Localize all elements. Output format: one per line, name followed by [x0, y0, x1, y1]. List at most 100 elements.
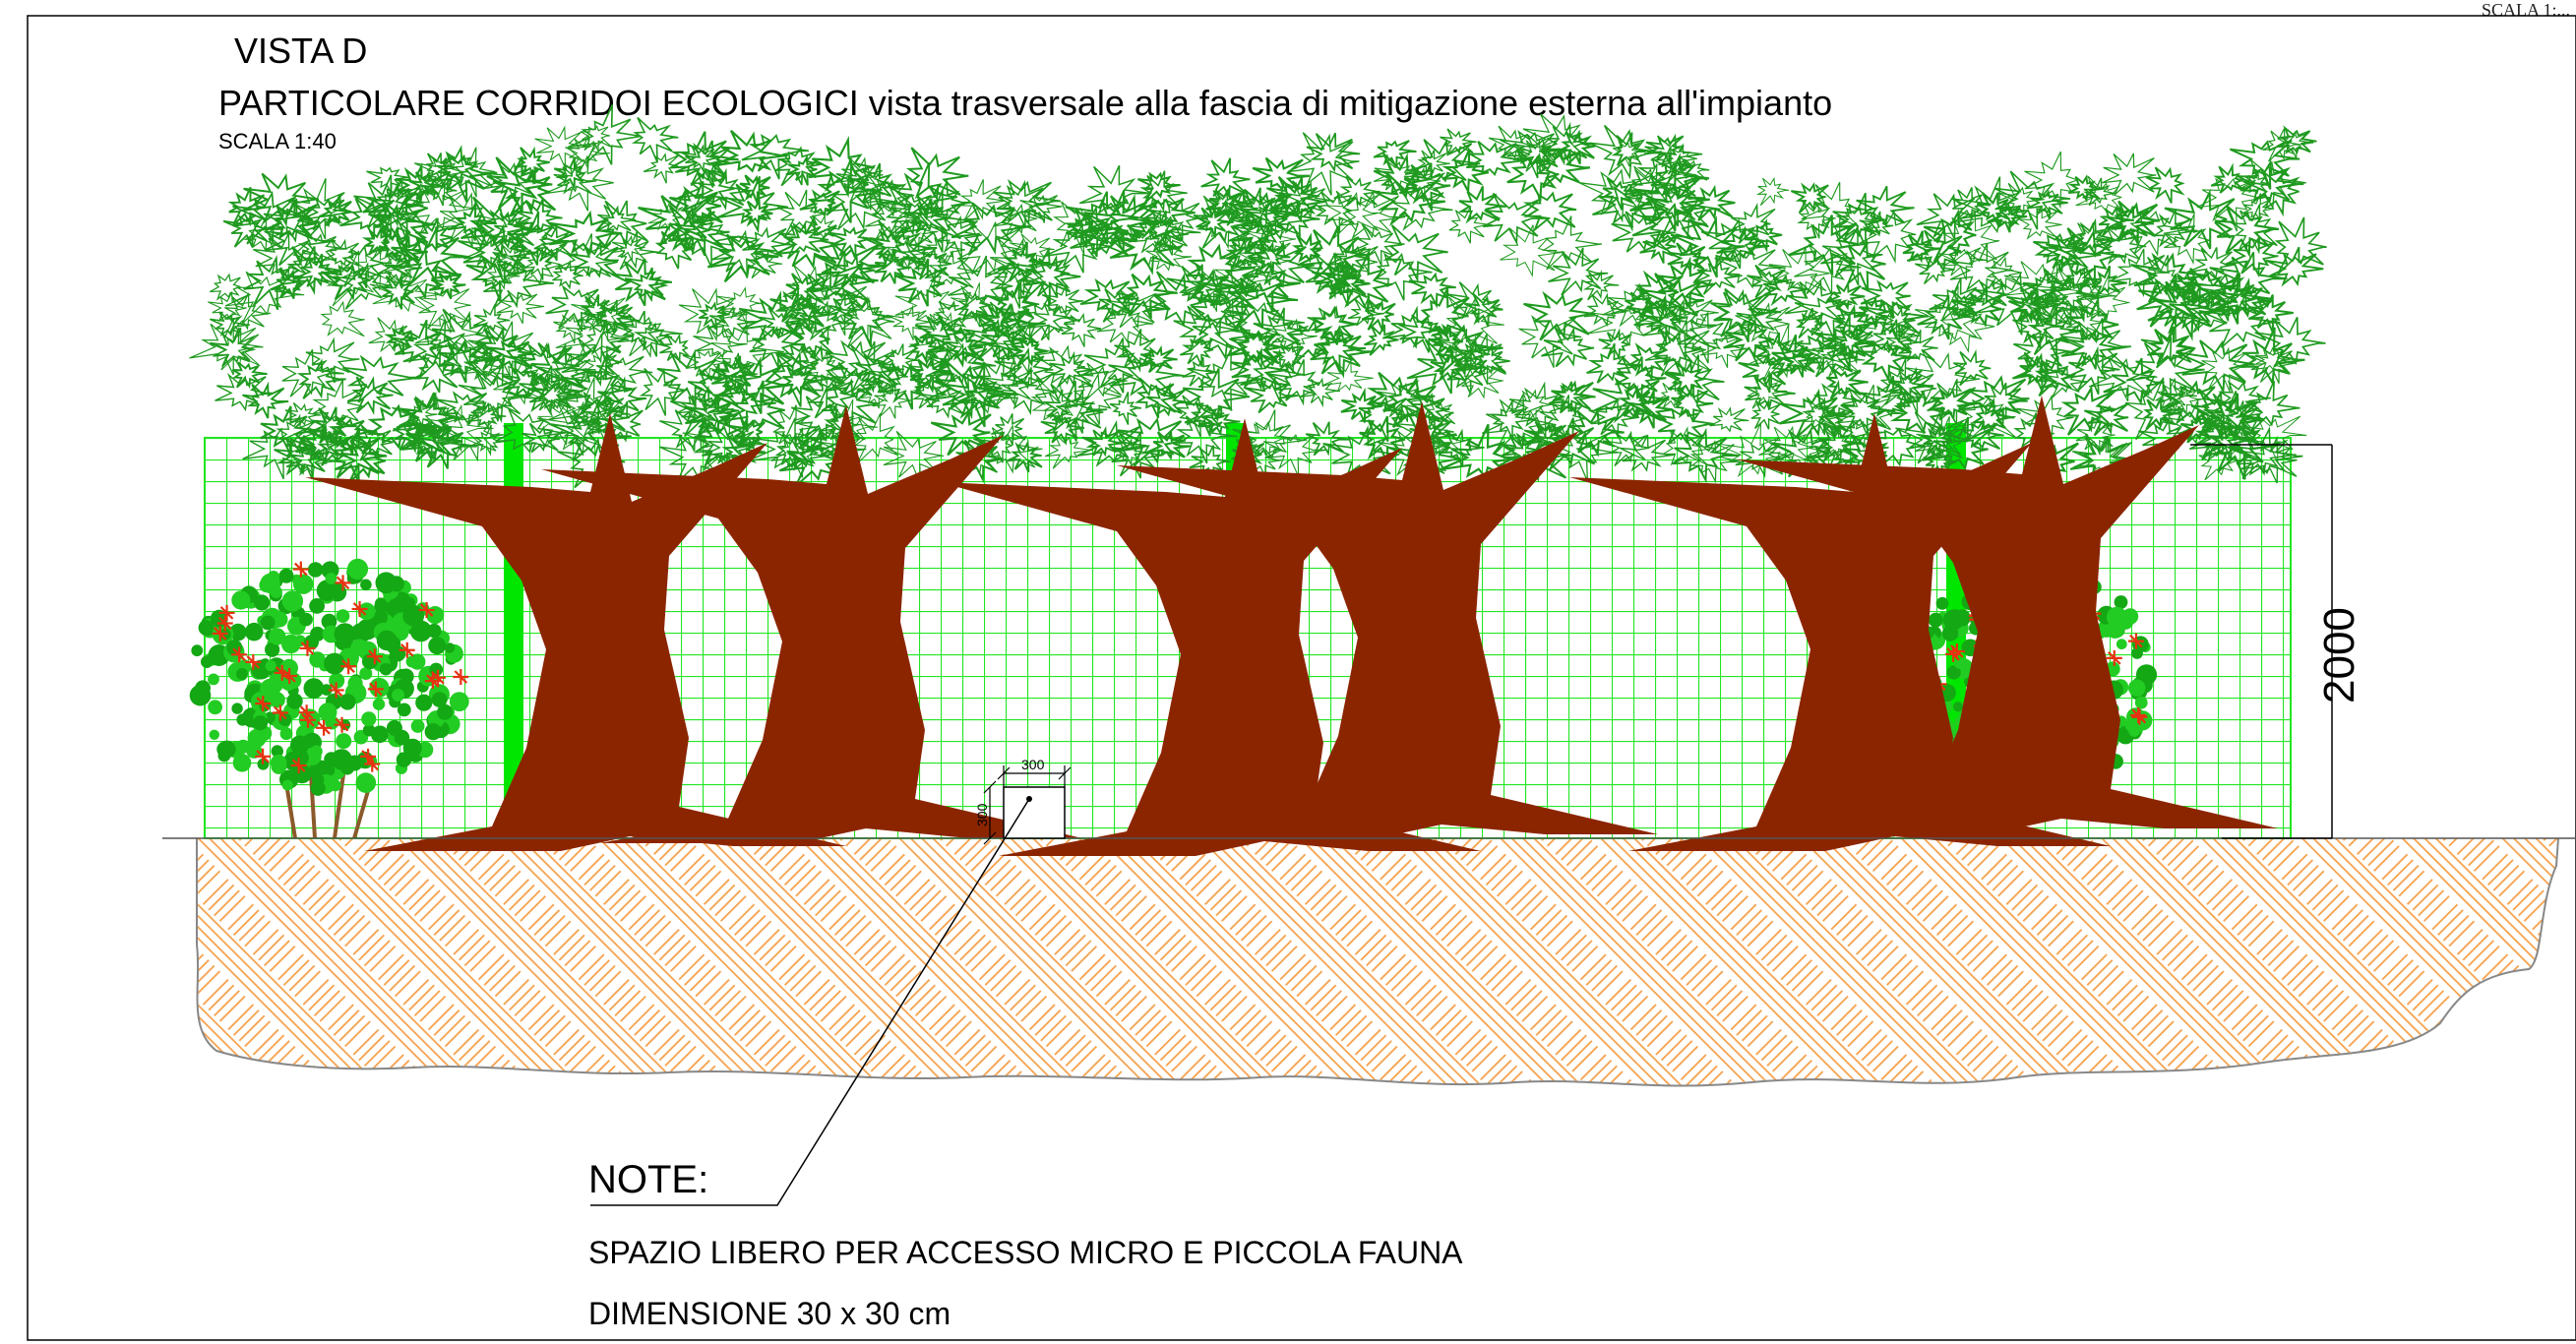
foliage-leaf: [1631, 200, 1707, 249]
foliage-leaf: [693, 326, 748, 359]
shrub-leaf: [292, 764, 312, 784]
foliage-leaf: [1297, 225, 1370, 289]
foliage-leaf: [884, 233, 929, 272]
foliage-leaf: [581, 294, 616, 325]
foliage-leaf: [982, 301, 1028, 347]
height-dimension: [2190, 444, 2333, 839]
shrub-leaf: [340, 761, 354, 775]
foliage-leaf: [1231, 187, 1283, 229]
foliage-leaf: [1548, 380, 1596, 417]
shrub-leaf: [195, 680, 212, 697]
foliage-leaf: [681, 144, 720, 173]
foliage-leaf: [1817, 426, 1853, 458]
foliage-leaf: [936, 214, 982, 259]
foliage-leaf: [857, 378, 892, 409]
foliage-leaf: [1229, 260, 1301, 313]
fauna-opening: [983, 765, 1072, 845]
foliage-leaf: [2277, 130, 2314, 159]
shrub-leaf: [347, 675, 363, 692]
foliage-leaf: [706, 233, 779, 283]
foliage-leaf: [659, 333, 690, 364]
shrub-flower: [366, 648, 383, 665]
foliage-leaf: [492, 168, 557, 217]
foliage-leaf: [1096, 297, 1154, 343]
foliage-leaf: [1625, 390, 1674, 429]
shrub-leaf: [360, 579, 372, 591]
shrub-leaf: [281, 779, 293, 791]
foliage-leaf: [1382, 224, 1448, 283]
foliage-leaf: [2196, 177, 2265, 232]
foliage-leaf: [2240, 435, 2298, 484]
shrub-leaf: [303, 678, 325, 699]
foliage-leaf: [392, 395, 462, 450]
foliage-leaf: [1859, 338, 1920, 381]
foliage-leaf: [569, 241, 620, 278]
foliage-leaf: [1914, 416, 1968, 468]
foliage-leaf: [553, 156, 585, 189]
shrub-flower: [335, 575, 351, 591]
shrub-leaf: [229, 623, 247, 641]
foliage-leaf: [396, 391, 461, 443]
foliage-leaf: [281, 348, 344, 397]
opening-width-label: 300: [1021, 757, 1045, 772]
foliage-leaf: [895, 190, 975, 253]
foliage-leaf: [716, 356, 794, 414]
foliage-leaf: [1079, 278, 1135, 318]
shrub-flower: [418, 602, 435, 619]
shrub-leaf: [208, 700, 223, 715]
foliage-leaf: [588, 299, 640, 337]
foliage-leaf: [785, 273, 825, 307]
foliage-leaf: [957, 378, 1005, 414]
foliage-leaf: [232, 190, 303, 245]
foliage-leaf: [962, 316, 1029, 364]
shrub-leaf: [397, 703, 411, 717]
foliage-leaf: [223, 292, 272, 335]
foliage-leaf: [1482, 394, 1551, 455]
foliage-leaf: [1888, 373, 1929, 404]
foliage-leaf: [2147, 276, 2223, 341]
foliage-leaf: [1143, 271, 1222, 328]
shrub-leaf: [309, 598, 325, 614]
foliage-leaf: [1501, 434, 1542, 461]
foliage-leaf: [770, 427, 824, 478]
foliage-leaf: [1755, 176, 1790, 207]
foliage-leaf: [1582, 270, 1620, 301]
foliage-leaf: [1309, 305, 1358, 345]
foliage-leaf: [1373, 140, 1417, 168]
foliage-leaf: [1619, 434, 1675, 472]
shrub-leaf: [375, 572, 398, 594]
shrub-flower: [367, 681, 384, 698]
foliage-leaf: [2003, 261, 2069, 316]
foliage-leaf: [1794, 243, 1862, 295]
foliage-leaf: [845, 340, 904, 394]
foliage-leaf: [925, 230, 965, 263]
foliage-leaf: [523, 248, 557, 280]
foliage-leaf: [930, 408, 992, 457]
foliage-leaf: [1700, 217, 1767, 270]
foliage-leaf: [1244, 376, 1299, 414]
foliage-leaf: [633, 322, 673, 357]
shrub-leaf: [293, 574, 314, 594]
foliage-leaf: [340, 244, 405, 291]
foliage-leaf: [351, 424, 394, 461]
foliage-leaf: [1629, 166, 1710, 232]
foliage-leaf: [1916, 193, 1982, 240]
shrub-leaf: [356, 619, 378, 641]
foliage-leaf: [1136, 171, 1181, 204]
foliage-leaf: [825, 361, 884, 401]
foliage-leaf: [656, 348, 720, 408]
foliage-leaf: [1448, 206, 1494, 244]
shrub-flower: [255, 748, 272, 764]
foliage-leaf: [1522, 191, 1577, 233]
foliage-leaf: [654, 227, 695, 270]
foliage-leaf: [710, 355, 762, 395]
foliage-leaf: [1009, 233, 1055, 270]
shrub-flower: [299, 711, 316, 728]
foliage-leaf: [1672, 427, 1740, 484]
foliage-leaf: [2024, 151, 2078, 210]
foliage-leaf: [1213, 258, 1281, 304]
canopy-foliage: [189, 104, 2327, 490]
shrub-leaf: [372, 698, 386, 710]
foliage-leaf: [678, 287, 748, 342]
foliage-leaf: [429, 308, 498, 368]
